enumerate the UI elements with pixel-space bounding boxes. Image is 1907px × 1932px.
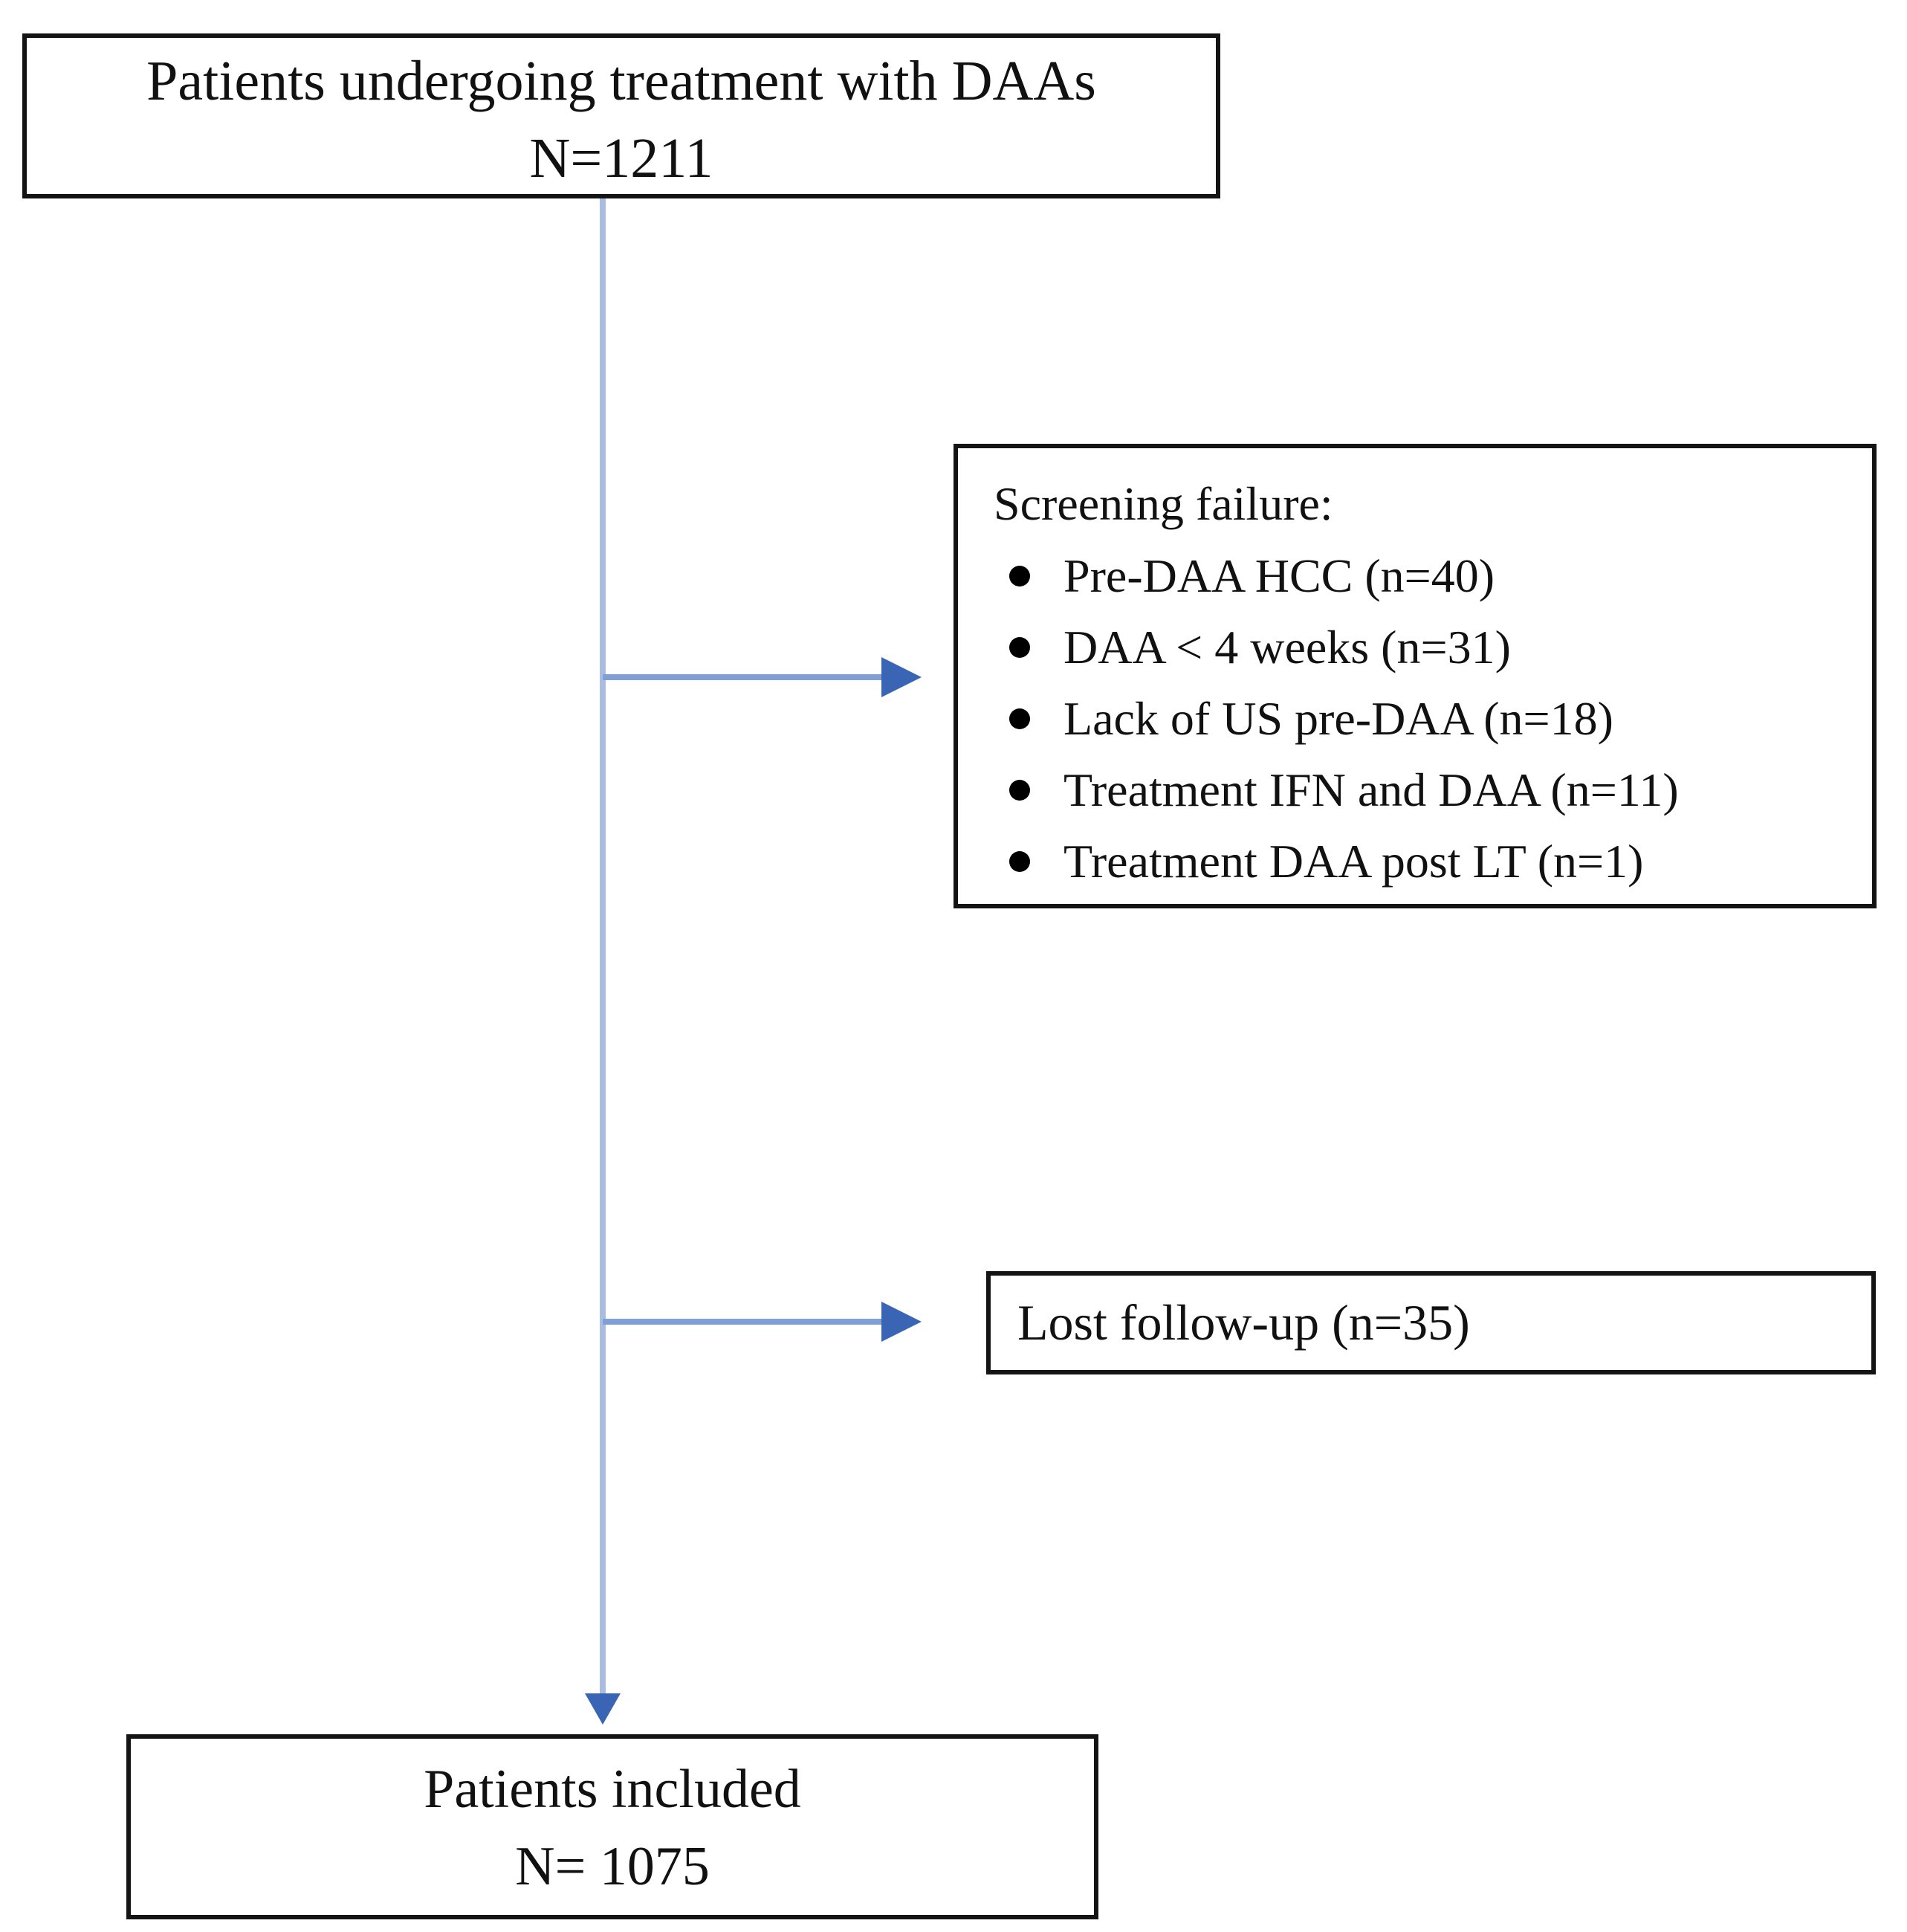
- node-patients-treated-label: Patients undergoing treatment with DAAs: [146, 50, 1096, 112]
- arrowhead-right-lost-followup-icon: [881, 1302, 922, 1342]
- node-patients-treated: Patients undergoing treatment with DAAs …: [22, 33, 1220, 198]
- vertical-flow-line: [600, 198, 606, 1696]
- screening-bullet-label: DAA < 4 weeks (n=31): [1063, 621, 1511, 673]
- arrowhead-down-included-icon: [585, 1693, 621, 1725]
- node-patients-included-count: N= 1075: [515, 1836, 710, 1897]
- bullet-icon: [1009, 637, 1030, 658]
- screening-bullet-item: DAA < 4 weeks (n=31): [994, 612, 1860, 683]
- screening-bullet-label: Treatment DAA post LT (n=1): [1063, 835, 1644, 888]
- screening-bullet-label: Treatment IFN and DAA (n=11): [1063, 763, 1679, 816]
- screening-bullet-item: Treatment DAA post LT (n=1): [994, 826, 1860, 897]
- node-patients-included: Patients included N= 1075: [126, 1734, 1098, 1919]
- node-lost-followup-label: Lost follow-up (n=35): [1017, 1294, 1470, 1351]
- bullet-icon: [1009, 780, 1030, 801]
- bullet-icon: [1009, 708, 1030, 729]
- screening-bullet-item: Treatment IFN and DAA (n=11): [994, 755, 1860, 826]
- screening-bullet-label: Pre-DAA HCC (n=40): [1063, 549, 1495, 602]
- screening-failure-title: Screening failure:: [994, 477, 1333, 530]
- screening-failure-bullet-list: Pre-DAA HCC (n=40) DAA < 4 weeks (n=31) La…: [994, 540, 1860, 897]
- node-lost-followup: Lost follow-up (n=35): [986, 1271, 1876, 1374]
- node-patients-included-label: Patients included: [424, 1759, 801, 1820]
- node-screening-failure: Screening failure: Pre-DAA HCC (n=40) DAA…: [954, 444, 1877, 908]
- screening-bullet-label: Lack of US pre-DAA (n=18): [1063, 692, 1613, 745]
- arrowhead-right-screening-icon: [881, 657, 922, 697]
- branch-line-screening: [603, 674, 883, 680]
- branch-line-lost-followup: [603, 1319, 883, 1325]
- node-patients-treated-count: N=1211: [529, 127, 713, 190]
- screening-bullet-item: Lack of US pre-DAA (n=18): [994, 683, 1860, 755]
- bullet-icon: [1009, 566, 1030, 587]
- bullet-icon: [1009, 851, 1030, 872]
- screening-bullet-item: Pre-DAA HCC (n=40): [994, 540, 1860, 612]
